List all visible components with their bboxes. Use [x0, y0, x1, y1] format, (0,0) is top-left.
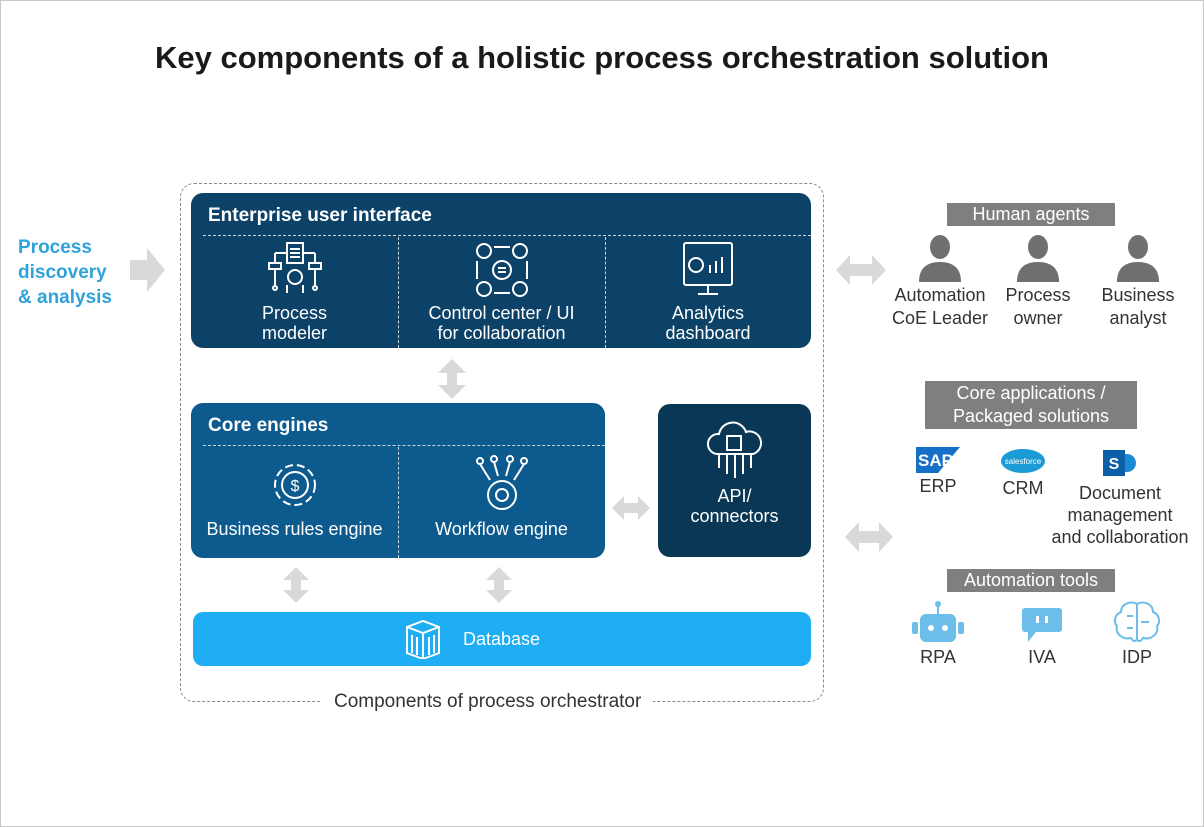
- divider: [203, 445, 605, 446]
- divider: [398, 447, 399, 558]
- cell-label: Analytics: [671, 303, 745, 323]
- right-arrow-icon: [130, 248, 165, 292]
- api-connectors: API/ connectors: [658, 418, 811, 526]
- item-label: Document: [1078, 483, 1162, 503]
- double-arrow-icon: [283, 567, 309, 603]
- box-heading: Enterprise user interface: [208, 205, 432, 226]
- person-icon: [919, 235, 961, 282]
- svg-text:$: $: [290, 478, 299, 495]
- human-agents-label: Human agents: [947, 203, 1115, 226]
- brain-icon: [1113, 601, 1161, 642]
- agent-process-owner: Process owner: [993, 232, 1083, 330]
- agent-coe-leader: Automation CoE Leader: [885, 232, 995, 330]
- automation-tools-label: Automation tools: [947, 569, 1115, 592]
- double-arrow-icon: [836, 255, 886, 285]
- text-line: Core applications /: [956, 383, 1106, 403]
- database-label: Database: [463, 629, 541, 649]
- text-line: discovery: [18, 262, 107, 283]
- app-crm: salesforce CRM: [993, 447, 1053, 500]
- page-title: Key components of a holistic process orc…: [155, 40, 1049, 75]
- item-label: owner: [1013, 308, 1063, 328]
- cell-label: connectors: [690, 506, 779, 526]
- core-apps-label: Core applications / Packaged solutions: [925, 381, 1137, 429]
- app-erp: SAP ERP: [908, 447, 968, 498]
- dollar-gear-icon: $: [273, 464, 316, 506]
- item-label: ERP: [919, 476, 957, 496]
- item-label: Business: [1101, 285, 1175, 305]
- item-label: analyst: [1109, 308, 1167, 328]
- business-rules-engine: $ Business rules engine: [191, 455, 398, 539]
- tool-idp: IDP: [1107, 600, 1167, 669]
- cell-label: Workflow engine: [435, 519, 568, 539]
- double-arrow-icon: [845, 522, 893, 552]
- divider: [203, 235, 811, 236]
- divider: [605, 237, 606, 348]
- app-document-management: S Document management and collaboration: [1045, 446, 1195, 548]
- database-box: Database: [193, 612, 811, 666]
- process-discovery-label: Process discovery & analysis: [18, 235, 112, 310]
- item-label: CRM: [1002, 478, 1044, 498]
- control-center: Control center / UI for collaboration: [398, 241, 605, 343]
- divider: [398, 237, 399, 348]
- workflow-gear-icon: [475, 455, 528, 510]
- item-label: RPA: [920, 647, 956, 667]
- chatbot-icon: [1022, 608, 1062, 642]
- orchestrator-caption: Components of process orchestrator: [322, 691, 654, 713]
- process-modeler-icon: [267, 242, 322, 293]
- item-label: CoE Leader: [891, 308, 989, 328]
- tool-iva: IVA: [1012, 600, 1072, 669]
- text-line: Process: [18, 237, 92, 258]
- cloud-connector-icon: [706, 421, 762, 478]
- double-arrow-icon: [612, 496, 650, 520]
- process-modeler: Process modeler: [191, 241, 398, 343]
- person-icon: [1017, 235, 1059, 282]
- person-icon: [1117, 235, 1159, 282]
- tool-rpa: RPA: [908, 600, 968, 669]
- cell-label: dashboard: [665, 323, 751, 343]
- item-label: Automation: [894, 285, 986, 305]
- item-label: IVA: [1028, 647, 1056, 667]
- item-label: management: [1067, 505, 1173, 525]
- double-arrow-icon: [438, 359, 466, 399]
- workflow-engine: Workflow engine: [398, 455, 605, 539]
- item-label: IDP: [1121, 647, 1152, 667]
- cell-label: Business rules engine: [206, 519, 383, 539]
- core-engines-box: Core engines $ Business rules engine Wor…: [191, 403, 605, 558]
- cell-label: for collaboration: [437, 323, 566, 343]
- database-icon: [406, 619, 440, 659]
- text-line: & analysis: [18, 287, 112, 308]
- double-arrow-icon: [486, 567, 512, 603]
- box-heading: Core engines: [208, 415, 329, 436]
- sharepoint-logo-icon: S: [1103, 450, 1136, 476]
- svg-text:salesforce: salesforce: [1005, 457, 1042, 466]
- salesforce-logo-icon: salesforce: [1001, 449, 1045, 473]
- enterprise-ui-box: Enterprise user interface Process modele…: [191, 193, 811, 348]
- item-label: Process: [1005, 285, 1071, 305]
- cell-label: Process: [261, 303, 328, 323]
- collaboration-icon: [475, 243, 528, 297]
- cell-label: modeler: [261, 323, 328, 343]
- sap-logo-icon: SAP: [916, 447, 960, 473]
- robot-icon: [912, 601, 964, 642]
- cell-label: Control center / UI: [428, 303, 575, 323]
- svg-text:SAP: SAP: [918, 451, 953, 470]
- agent-business-analyst: Business analyst: [1090, 232, 1186, 330]
- svg-text:S: S: [1109, 456, 1120, 473]
- api-connectors-box: API/ connectors: [658, 404, 811, 557]
- dashboard-icon: [683, 242, 733, 295]
- cell-label: API/: [717, 486, 752, 506]
- item-label: and collaboration: [1051, 527, 1189, 547]
- text-line: Packaged solutions: [952, 406, 1110, 426]
- analytics-dashboard: Analytics dashboard: [605, 241, 811, 343]
